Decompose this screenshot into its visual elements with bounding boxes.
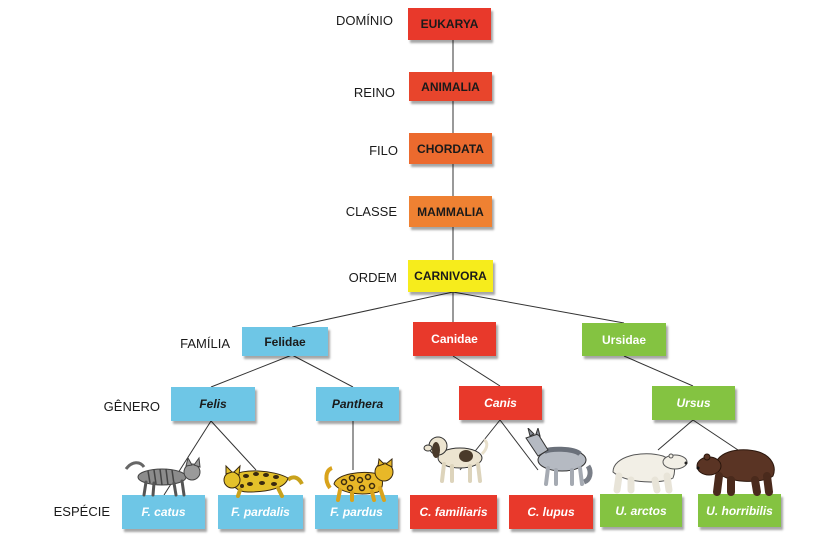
rank-label-familia: FAMÍLIA	[180, 336, 230, 351]
genus-ursus-box: Ursus	[652, 386, 735, 420]
wolf-illustration	[525, 428, 593, 486]
species-u-arctos-box: U. arctos	[600, 494, 682, 527]
leopard-illustration	[324, 458, 394, 502]
rank-label-ordem: ORDEM	[348, 270, 397, 285]
family-ursidae-box: Ursidae	[582, 323, 666, 356]
family-felidae-box: Felidae	[242, 327, 328, 356]
ocelot-illustration	[223, 464, 304, 498]
kingdom-animalia-box: ANIMALIA	[409, 72, 492, 101]
genus-canis-box: Canis	[459, 386, 542, 420]
dog-illustration	[423, 436, 489, 483]
phylum-chordata-box: CHORDATA	[409, 133, 492, 164]
domain-eukarya-box: EUKARYA	[408, 8, 491, 40]
rank-label-classe: CLASSE	[345, 204, 397, 219]
rank-label-dominio: DOMÍNIO	[335, 13, 393, 28]
genus-felis-box: Felis	[171, 387, 255, 421]
family-canidae-box: Canidae	[413, 322, 496, 356]
species-c-familiaris-box: C. familiaris	[410, 495, 497, 529]
species-c-lupus-box: C. lupus	[509, 495, 593, 529]
genus-panthera-box: Panthera	[316, 387, 399, 421]
species-u-horribilis-box: U. horribilis	[698, 494, 781, 527]
rank-label-reino: REINO	[353, 85, 395, 100]
rank-label-especie: ESPÉCIE	[53, 504, 110, 519]
grizzly-bear-illustration	[696, 449, 775, 496]
rank-label-genero: GÊNERO	[103, 399, 160, 414]
class-mammalia-box: MAMMALIA	[409, 196, 492, 227]
order-carnivora-box: CARNIVORA	[408, 260, 493, 292]
domestic-cat-illustration	[124, 456, 201, 497]
species-f-catus-box: F. catus	[122, 495, 205, 529]
polar-bear-illustration	[612, 453, 688, 494]
rank-label-filo: FILO	[369, 143, 398, 158]
species-f-pardalis-box: F. pardalis	[218, 495, 303, 529]
